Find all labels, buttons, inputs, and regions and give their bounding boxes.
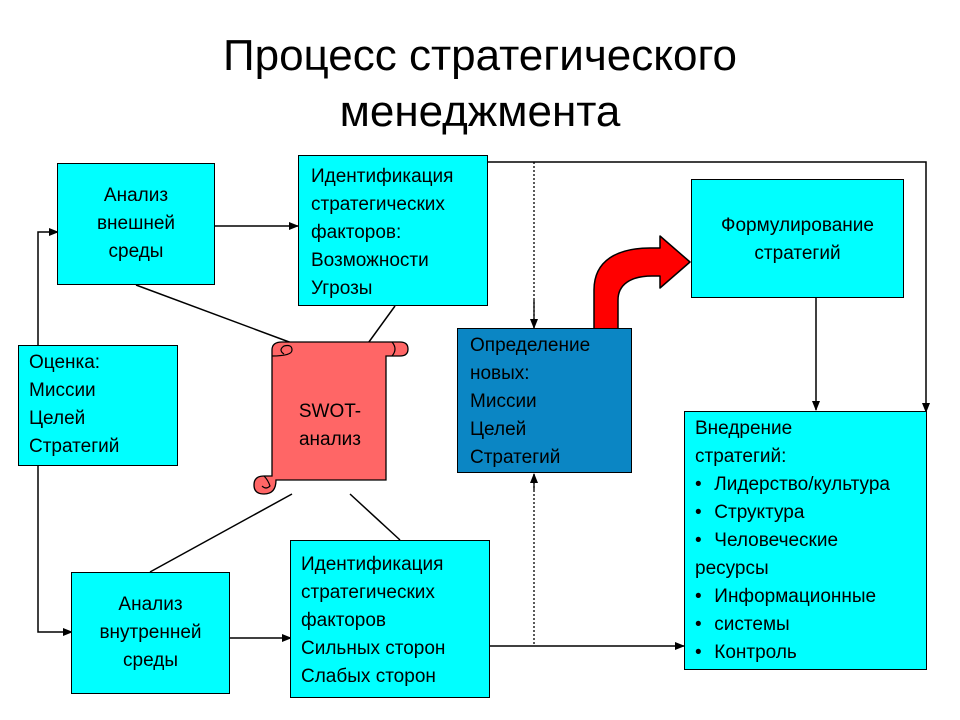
- title-line-2: менеджмента: [339, 87, 621, 136]
- line-swot-to-strengths: [349, 493, 401, 541]
- implementation-item: • Лидерство/культура: [695, 474, 890, 495]
- implementation-box: Внедрение стратегий: • Лидерство/культур…: [684, 411, 927, 670]
- opportunities-line-5: Угрозы: [311, 278, 373, 299]
- definition-line-5: Стратегий: [470, 447, 561, 468]
- opportunities-line-1: Идентификация: [311, 166, 454, 187]
- opportunities-line-2: стратегических: [311, 194, 445, 215]
- swot-label: SWOT- анализ: [282, 398, 378, 454]
- evaluation-box: Оценка: Миссии Целей Стратегий: [18, 345, 178, 466]
- arrow-to-external-analysis: [37, 228, 59, 346]
- formulation-line-2: стратегий: [754, 243, 841, 264]
- definition-line-3: Миссии: [470, 391, 537, 412]
- curved-arrow-to-formulation: [593, 235, 691, 331]
- strengths-line-1: Идентификация: [301, 554, 444, 575]
- strengths-line-4: Сильных сторон: [301, 638, 446, 659]
- opportunities-line-4: Возможности: [311, 250, 429, 271]
- strengths-line-3: факторов: [301, 610, 387, 631]
- swot-scroll-shape: [253, 341, 409, 495]
- opportunities-threats-box: Идентификация стратегических факторов: В…: [298, 155, 488, 306]
- internal-analysis-line-2: внутренней: [99, 622, 202, 643]
- title-line-1: Процесс стратегического: [222, 31, 737, 80]
- internal-analysis-box: Анализ внутренней среды: [71, 572, 230, 694]
- line-opportunities-to-swot: [365, 305, 396, 347]
- formulation-box: Формулирование стратегий: [691, 179, 904, 298]
- line-external-to-swot: [135, 284, 301, 347]
- formulation-line-1: Формулирование: [721, 215, 874, 236]
- definition-line-4: Целей: [470, 419, 527, 440]
- strengths-line-2: стратегических: [301, 582, 435, 603]
- external-analysis-line-3: среды: [108, 241, 164, 262]
- internal-analysis-line-1: Анализ: [118, 594, 183, 615]
- opportunities-line-3: факторов:: [311, 222, 402, 243]
- arrow-to-internal-analysis: [37, 466, 73, 636]
- definition-line-2: новых:: [470, 363, 530, 384]
- definition-box: Определение новых: Миссии Целей Стратеги…: [457, 328, 632, 473]
- implementation-item: • системы: [695, 614, 790, 635]
- external-analysis-line-2: внешней: [96, 213, 176, 234]
- definition-line-1: Определение: [470, 335, 591, 356]
- evaluation-line-4: Стратегий: [29, 436, 120, 457]
- external-analysis-line-1: Анализ: [103, 185, 169, 206]
- strengths-line-5: Слабых сторон: [301, 666, 436, 687]
- diagram-title: Процесс стратегического менеджмента: [0, 28, 960, 140]
- implementation-item: • Человеческие: [695, 530, 839, 551]
- internal-analysis-line-3: среды: [123, 650, 178, 671]
- implementation-heading-1: Внедрение: [695, 418, 793, 439]
- arrow-top-to-implementation: [488, 161, 930, 413]
- implementation-heading-2: стратегий:: [695, 446, 787, 467]
- line-swot-to-internal: [149, 493, 293, 573]
- implementation-list: • Лидерство/культура • Структура • Челов…: [695, 471, 926, 667]
- implementation-item: • Структура: [695, 502, 805, 523]
- implementation-item: • Информационные: [695, 586, 877, 607]
- strengths-weaknesses-box: Идентификация стратегических факторов Си…: [290, 540, 490, 698]
- external-analysis-box: Анализ внешней среды: [57, 163, 215, 285]
- evaluation-line-2: Миссии: [29, 380, 96, 401]
- swot-line-1: SWOT-: [298, 401, 362, 422]
- swot-line-2: анализ: [298, 429, 362, 450]
- implementation-item: • Контроль: [695, 642, 797, 663]
- evaluation-line-3: Целей: [29, 408, 86, 429]
- evaluation-line-1: Оценка:: [29, 352, 101, 373]
- implementation-item: ресурсы: [695, 558, 769, 579]
